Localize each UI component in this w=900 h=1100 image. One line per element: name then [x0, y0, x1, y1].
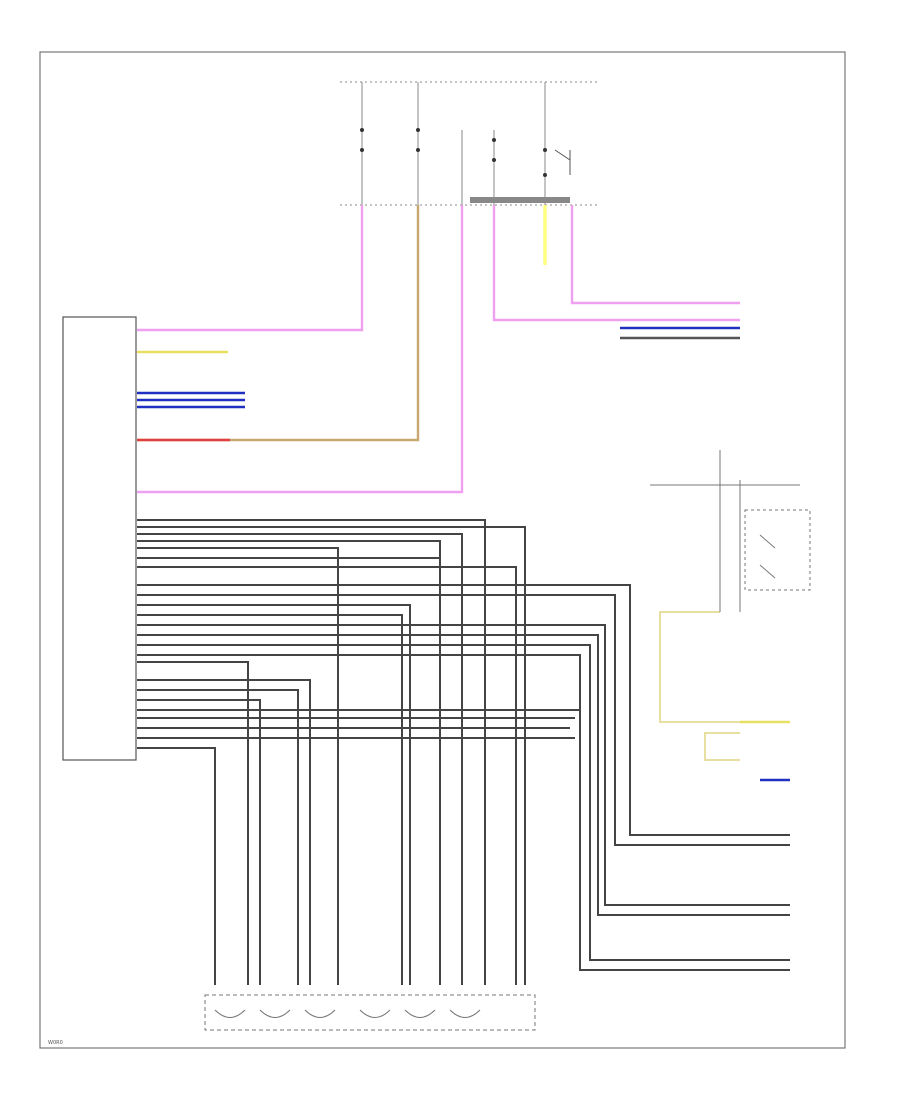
diagram-frame [39, 51, 846, 1049]
steering-wire [659, 611, 740, 723]
diagram-code: W0R0 [48, 1040, 63, 1046]
power-bus [340, 81, 600, 206]
bus-connector [470, 197, 570, 203]
steering-switch [650, 450, 811, 612]
colored-wires [137, 205, 790, 782]
steering-wire-2 [704, 732, 740, 761]
control-module [62, 316, 137, 761]
relay-switch [554, 149, 571, 175]
dark-wires [137, 519, 790, 985]
fuse-symbols [360, 128, 547, 177]
sensor-bank [204, 994, 536, 1031]
